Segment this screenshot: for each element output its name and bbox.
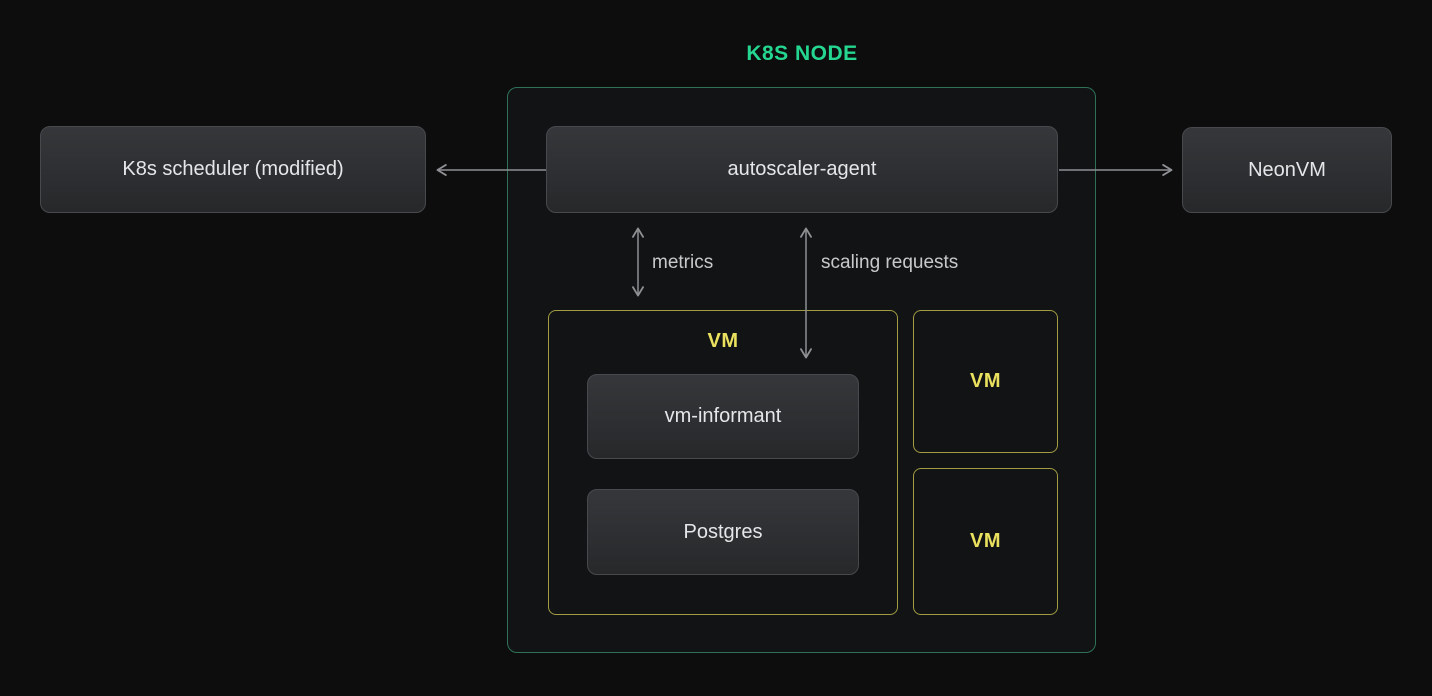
vm-group-main: VM vm-informant Postgres — [548, 310, 898, 615]
k8s-node-title: K8S NODE — [746, 42, 858, 65]
node-k8s-scheduler-label: K8s scheduler (modified) — [122, 158, 344, 180]
vm-group-small-bottom-label: VM — [970, 530, 1001, 552]
vm-group-small-bottom: VM — [913, 468, 1058, 615]
node-vm-informant-label: vm-informant — [664, 405, 782, 427]
node-k8s-scheduler: K8s scheduler (modified) — [40, 126, 426, 213]
edge-label-metrics: metrics — [652, 252, 714, 273]
node-vm-informant: vm-informant — [587, 374, 859, 459]
vm-group-small-top-label: VM — [970, 370, 1001, 392]
node-neonvm-label: NeonVM — [1248, 158, 1326, 181]
edge-label-scaling-requests: scaling requests — [821, 252, 959, 273]
node-neonvm: NeonVM — [1182, 127, 1392, 213]
node-postgres-label: Postgres — [683, 520, 763, 543]
vm-group-main-label: VM — [707, 330, 739, 352]
node-postgres: Postgres — [587, 489, 859, 575]
node-autoscaler-agent-label: autoscaler-agent — [727, 158, 877, 180]
vm-group-small-top: VM — [913, 310, 1058, 453]
node-autoscaler-agent: autoscaler-agent — [546, 126, 1058, 213]
